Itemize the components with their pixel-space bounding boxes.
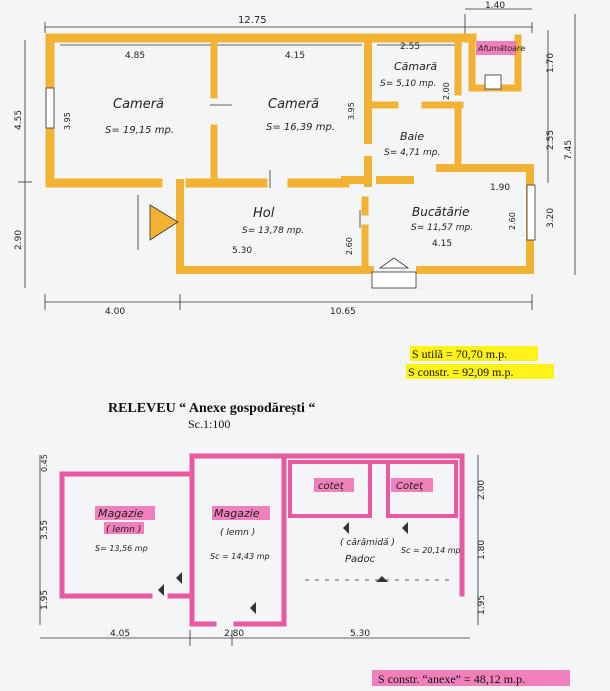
chimney-highlight	[476, 41, 516, 55]
chimney-box	[484, 74, 502, 90]
kitchen-area: S= 11,57 mp.	[411, 223, 473, 233]
dim-top-right: 1.40	[485, 1, 505, 11]
shed2-material: ( lemn )	[220, 528, 255, 538]
annex-dim-right-top: 2.00	[477, 480, 487, 500]
dim-top-total: 12.75	[238, 15, 267, 26]
bath-area: S= 4,71 mp.	[384, 148, 440, 158]
window-room1	[45, 87, 55, 129]
bath-name: Baie	[400, 130, 424, 143]
dim-bottom-right: 10.65	[330, 307, 356, 317]
house-dimension-labels: 12.75 1.40 4.85 4.15 2.55 1.90 5.30 4.15…	[14, 1, 574, 317]
dim-kitchen-width: 4.15	[432, 239, 452, 249]
house-room-labels: Cameră S= 19,15 mp. Cameră S= 16,39 mp. …	[105, 41, 525, 236]
dim-room1-width: 4.85	[125, 51, 145, 61]
dim-room2-height: 3.95	[347, 102, 356, 120]
shed1-area: S= 13,56 mp	[95, 544, 148, 553]
dim-left-total: 4.55	[14, 110, 24, 130]
annex-plan: 0.45 3.55 1.95 2.00 1.80 1.95 4.05 2.80 …	[39, 453, 570, 686]
dim-pantry-height: 2.00	[442, 82, 451, 100]
house-openings	[45, 74, 536, 289]
room1-area: S= 19,15 mp.	[105, 125, 174, 136]
annex-dim-bottom-right: 5.30	[350, 629, 370, 639]
shed1-material: ( lemn )	[106, 525, 141, 535]
annex-dim-right-mid: 1.80	[477, 540, 487, 560]
dim-hol-width: 5.30	[232, 246, 252, 256]
pantry-name: Cămară	[394, 60, 437, 73]
dim-room1-height: 3.95	[63, 112, 72, 130]
annex-room-labels: Magazie ( lemn ) S= 13,56 mp Magazie ( l…	[95, 478, 461, 565]
dim-room2-width: 4.15	[285, 51, 305, 61]
room2-area: S= 16,39 mp.	[266, 122, 335, 133]
dim-right-total: 7.45	[564, 140, 574, 160]
room2-name: Cameră	[268, 97, 319, 112]
annex-scale: Sc.1:100	[188, 417, 230, 431]
shed1-name: Magazie	[98, 507, 144, 520]
dim-right-kitchen: 3.20	[546, 208, 556, 228]
built-area-total: S constr. = 92,09 m.p.	[408, 365, 513, 379]
annex-dimension-labels: 0.45 3.55 1.95 2.00 1.80 1.95 4.05 2.80 …	[40, 454, 487, 639]
dim-right-mid: 2.55	[546, 130, 556, 150]
room1-name: Cameră	[113, 97, 164, 112]
annex-dimension-lines	[39, 455, 479, 646]
annex-dim-left-bottom: 1.95	[40, 590, 50, 610]
annex-marks	[158, 522, 455, 614]
dim-pantry-width: 2.55	[400, 42, 420, 52]
annex-dim-left-mid: 3.55	[40, 520, 50, 540]
hol-area: S= 13,78 mp.	[242, 226, 304, 236]
annex-dim-right-bottom: 1.95	[477, 595, 487, 615]
dim-bottom-left: 4.00	[105, 307, 125, 317]
annex-built-area-total: S constr. “anexe” = 48,12 m.p.	[378, 672, 525, 686]
house-totals: S utilă = 70,70 m.p. S constr. = 92,09 m…	[406, 346, 554, 379]
dim-right-top: 1.70	[546, 53, 556, 73]
shed2-area: Sc = 14,43 mp	[210, 552, 270, 561]
annex-totals: S constr. “anexe” = 48,12 m.p.	[372, 670, 570, 686]
annex-dim-left-top: 0.45	[40, 454, 49, 472]
entrance-steps	[371, 271, 417, 289]
annex-heading: RELEVEU “ Anexe gospodărești “ Sc.1:100	[108, 401, 315, 431]
annex-title: RELEVEU “ Anexe gospodărești “	[108, 401, 315, 416]
dim-kitchen-height: 2.60	[508, 212, 517, 230]
hol-name: Hol	[253, 206, 275, 221]
window-kitchen	[526, 184, 536, 241]
paddock-material: ( cărămidă )	[340, 538, 395, 548]
paddock-area: Sc = 20,14 mp	[401, 546, 461, 555]
shed2-name: Magazie	[214, 507, 260, 520]
coop2-label: Coteț	[396, 481, 424, 492]
house-plan: 12.75 1.40 4.85 4.15 2.55 1.90 5.30 4.15…	[14, 1, 576, 379]
dim-left-lower: 2.90	[14, 230, 24, 250]
dim-kitchen-right: 1.90	[490, 183, 510, 193]
chimney-label: Afumătoare	[477, 44, 525, 53]
annex-dim-bottom-left: 4.05	[110, 629, 130, 639]
dim-hol-height: 2.60	[345, 237, 354, 255]
paddock-name: Padoc	[345, 554, 376, 565]
annex-dim-bottom-mid: 2.80	[224, 629, 244, 639]
pantry-area: S= 5,10 mp.	[380, 79, 436, 89]
entrance-arrow	[378, 257, 410, 269]
coop1-label: coteț	[318, 481, 345, 492]
annex-walls	[59, 453, 465, 627]
stove-shape	[149, 204, 179, 241]
useful-area-total: S utilă = 70,70 m.p.	[412, 347, 507, 361]
kitchen-name: Bucătărie	[412, 205, 470, 219]
